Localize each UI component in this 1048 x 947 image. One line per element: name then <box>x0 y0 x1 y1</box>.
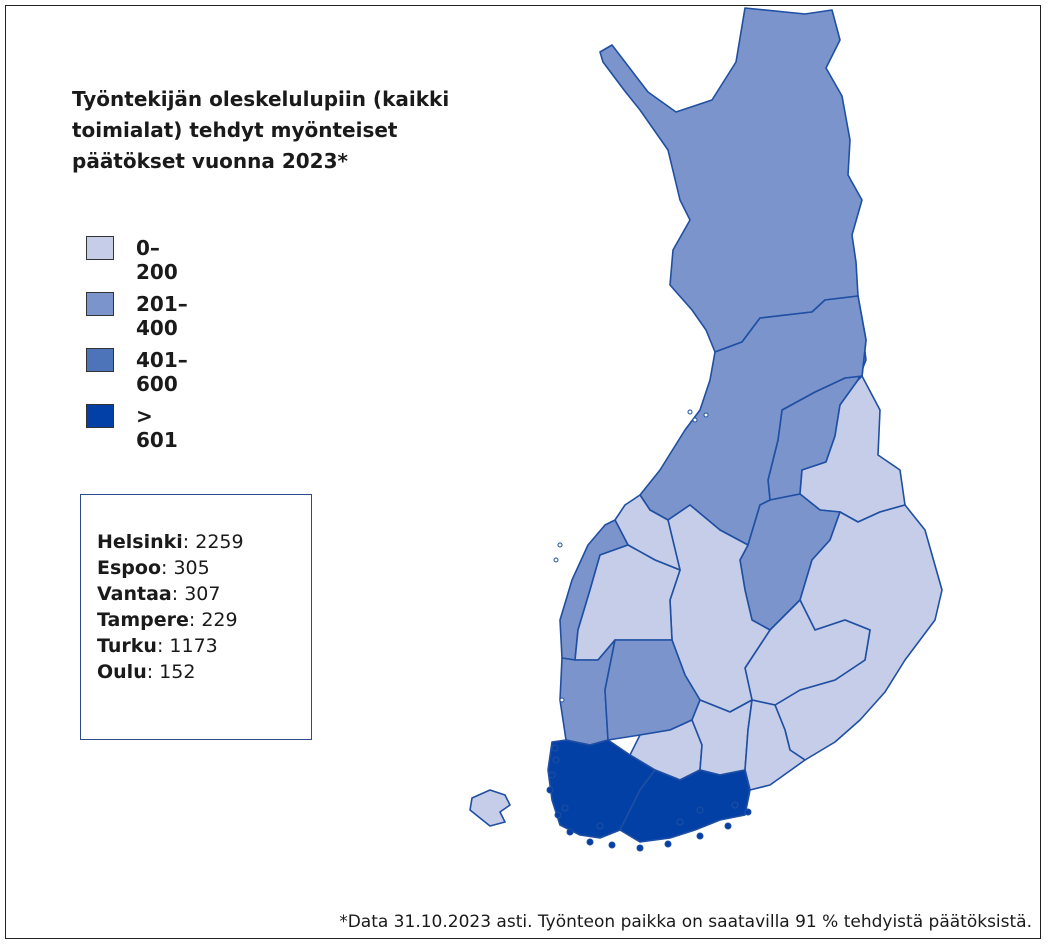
city-value: 305 <box>173 557 210 579</box>
island-dot <box>554 811 562 819</box>
city-stats-box: Helsinki: 2259 Espoo: 305 Vantaa: 307 Ta… <box>80 494 312 740</box>
region-ahvenanmaa <box>469 789 511 827</box>
city-row: Oulu: 152 <box>97 661 196 683</box>
island-dot <box>703 412 709 418</box>
finland-map <box>469 7 943 852</box>
city-value: 229 <box>201 609 238 631</box>
footnote: *Data 31.10.2023 asti. Työnteon paikka o… <box>339 912 1032 932</box>
city-row: Vantaa: 307 <box>97 583 221 605</box>
city-value: 1173 <box>169 635 218 657</box>
region-lappi <box>599 7 863 353</box>
island-dot <box>553 557 559 563</box>
island-dot <box>636 844 644 852</box>
island-dot <box>744 808 752 816</box>
city-name: Turku <box>97 635 157 657</box>
region-paijat-hame <box>691 699 753 776</box>
island-dot <box>546 786 554 794</box>
legend-label: 401–600 <box>136 348 188 396</box>
city-name: Vantaa <box>97 583 172 605</box>
island-dot <box>676 818 684 826</box>
island-dot <box>731 801 739 809</box>
island-dot <box>724 822 732 830</box>
island-dot <box>566 828 574 836</box>
island-dot <box>551 744 559 752</box>
city-row: Helsinki: 2259 <box>97 531 244 553</box>
island-dot <box>586 838 594 846</box>
island-dot <box>561 804 569 812</box>
island-dot <box>664 840 672 848</box>
island-dot <box>696 832 704 840</box>
legend-swatch <box>86 404 114 428</box>
city-row: Turku: 1173 <box>97 635 218 657</box>
island-dot <box>696 806 704 814</box>
island-dot <box>687 409 693 415</box>
city-name: Tampere <box>97 609 189 631</box>
island-dot <box>559 697 565 703</box>
legend-swatch <box>86 236 114 260</box>
map-title: Työntekijän oleskelulupiin (kaikki toimi… <box>72 87 450 173</box>
city-value: 2259 <box>195 531 244 553</box>
region-uusimaa <box>619 769 751 843</box>
legend-label: 201–400 <box>136 292 188 340</box>
city-value: 307 <box>184 583 221 605</box>
legend-label: > 601 <box>136 404 178 452</box>
region-pohjois-pohjanmaa <box>639 295 867 546</box>
city-row: Tampere: 229 <box>97 609 238 631</box>
island-dot <box>596 822 604 830</box>
island-dot <box>692 417 698 423</box>
island-dots <box>546 409 752 852</box>
island-dot <box>608 841 616 849</box>
island-dot <box>552 756 560 764</box>
legend-label: 0–200 <box>136 236 178 284</box>
island-dot <box>548 771 556 779</box>
region-kymenlaakso <box>744 699 806 791</box>
island-dot <box>557 542 563 548</box>
map-frame <box>5 5 1041 939</box>
legend-swatch <box>86 348 114 372</box>
city-name: Helsinki <box>97 531 183 553</box>
city-name: Oulu <box>97 661 147 683</box>
legend-swatch <box>86 292 114 316</box>
city-row: Espoo: 305 <box>97 557 210 579</box>
city-value: 152 <box>159 661 196 683</box>
city-name: Espoo <box>97 557 161 579</box>
